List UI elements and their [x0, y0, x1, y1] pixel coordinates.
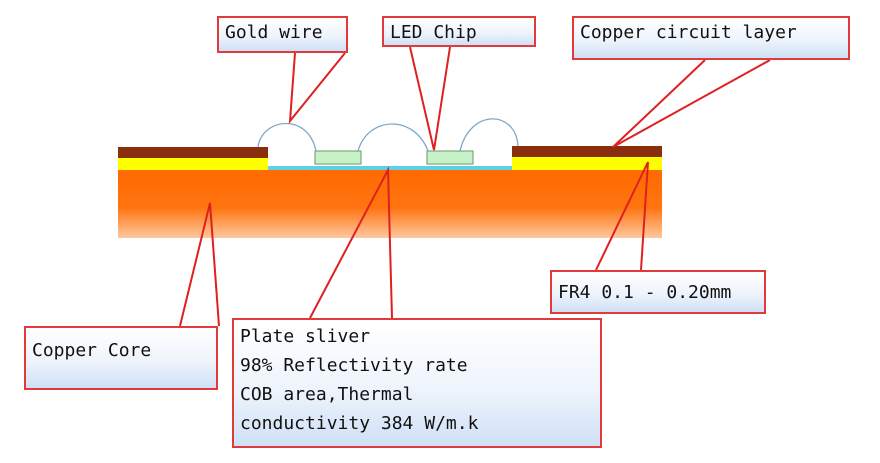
gold-wire-callout: Gold wire	[217, 16, 348, 53]
leader-gold-wire	[288, 52, 346, 125]
copper-circuit-layer-label: Copper circuit layer	[580, 22, 797, 43]
led-chip-1	[314, 150, 362, 165]
leader-plate-sliver	[309, 166, 393, 319]
fr4-label: FR4 0.1 - 0.20mm	[558, 282, 732, 303]
copper-circuit-layer-callout: Copper circuit layer	[572, 16, 850, 60]
led-chip-label: LED Chip	[390, 22, 477, 43]
leader-lines	[179, 46, 771, 327]
copper-circuit-layer-right	[512, 146, 662, 157]
plate-sliver-line-3: COB area,Thermal	[240, 384, 414, 405]
plate-sliver-line-4: conductivity 384 W/m.k	[240, 413, 479, 434]
gold-wire-label: Gold wire	[225, 22, 323, 43]
fr4-layer-right	[512, 157, 662, 170]
fr4-layer-left	[118, 158, 268, 170]
leader-copper-core	[179, 202, 220, 327]
plate-sliver-callout: Plate sliver 98% Reflectivity rate COB a…	[232, 318, 602, 448]
copper-core-callout: Copper Core	[24, 326, 218, 390]
leader-copper-circuit	[612, 59, 771, 148]
silver-plate	[268, 166, 512, 170]
gold-wire-3	[459, 118, 519, 152]
copper-core-label: Copper Core	[32, 340, 152, 361]
plate-sliver-line-2: 98% Reflectivity rate	[240, 355, 468, 376]
leader-led-chip	[409, 46, 451, 151]
copper-circuit-layer-left	[118, 147, 268, 158]
fr4-callout: FR4 0.1 - 0.20mm	[550, 270, 766, 314]
gold-wire-1	[257, 122, 317, 152]
led-chip-callout: LED Chip	[382, 16, 536, 47]
led-chip-2	[426, 150, 474, 165]
leader-fr4	[595, 161, 649, 271]
gold-wire-2	[357, 123, 429, 152]
plate-sliver-line-1: Plate sliver	[240, 326, 371, 347]
